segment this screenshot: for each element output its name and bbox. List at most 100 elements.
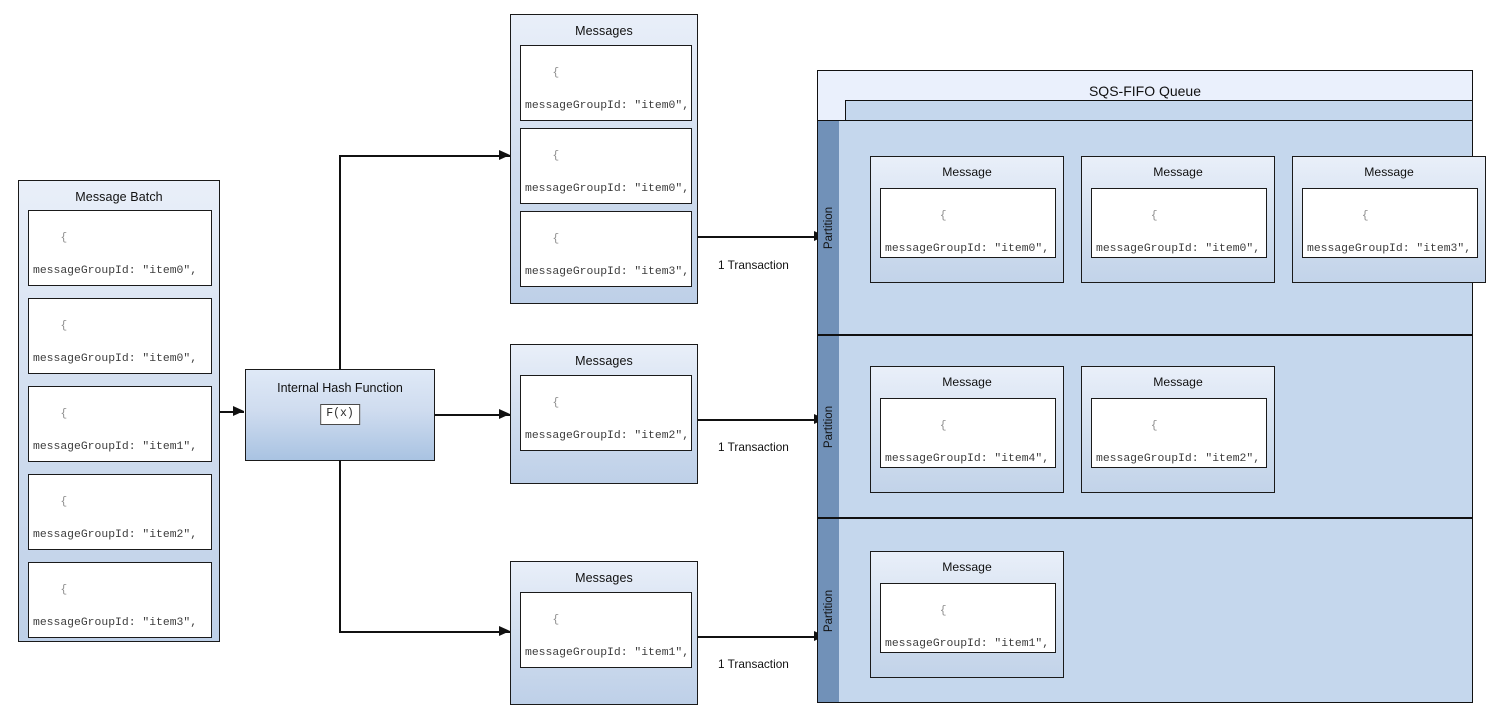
queue-message-json: { messageGroupId: "item4", messageBody: … xyxy=(880,398,1056,468)
partition-label: Partition xyxy=(823,589,835,632)
batch-message-card: { messageGroupId: "item3", messageBody: … xyxy=(28,562,212,638)
json-group-id: messageGroupId: "item1", xyxy=(885,637,1050,650)
json-group-id: messageGroupId: "item0", xyxy=(525,99,690,112)
queue-message-card: Message { messageGroupId: "item1", messa… xyxy=(870,551,1064,678)
queue-message-title: Message xyxy=(1153,375,1203,389)
json-open-brace: { xyxy=(1361,209,1369,222)
internal-hash-function-box: Internal Hash Function F(x) xyxy=(245,369,435,461)
group-message-card: { messageGroupId: "item2", messageBody: … xyxy=(520,375,692,451)
edge-label-transaction-2: 1 Transaction xyxy=(718,440,789,454)
batch-message-card: { messageGroupId: "item1", messageBody: … xyxy=(28,386,212,462)
json-open-brace: { xyxy=(552,149,560,162)
queue-message-title: Message xyxy=(942,560,992,574)
group-message-card: { messageGroupId: "item0", messageBody: … xyxy=(520,128,692,204)
json-group-id: messageGroupId: "item3", xyxy=(525,265,690,278)
connector-hash-to-group3-vertical xyxy=(339,460,341,632)
queue-message-json: { messageGroupId: "item0", messageBody: … xyxy=(1091,188,1267,258)
group-message-card: { messageGroupId: "item1", messageBody: … xyxy=(520,592,692,668)
queue-message-card: Message { messageGroupId: "item0", messa… xyxy=(870,156,1064,283)
json-group-id: messageGroupId: "item0", xyxy=(33,352,198,365)
batch-message-card: { messageGroupId: "item0", messageBody: … xyxy=(28,210,212,286)
hash-function-title: Internal Hash Function xyxy=(277,381,403,395)
queue-message-json: { messageGroupId: "item2", messageBody: … xyxy=(1091,398,1267,468)
json-open-brace: { xyxy=(60,319,68,332)
queue-message-json: { messageGroupId: "item0", messageBody: … xyxy=(880,188,1056,258)
connector-hash-to-group3-horizontal xyxy=(339,631,511,633)
json-open-brace: { xyxy=(552,232,560,245)
connector-group3-to-partition3 xyxy=(698,636,826,638)
arrowhead-batch-to-hash xyxy=(233,406,244,416)
partition-strip: Partition xyxy=(817,518,841,703)
connector-hash-to-group2 xyxy=(435,414,511,416)
json-group-id: messageGroupId: "item0", xyxy=(1096,242,1261,255)
queue-partition-row: Partition Message { messageGroupId: "ite… xyxy=(817,120,1486,335)
queue-message-title: Message xyxy=(942,375,992,389)
hash-function-formula: F(x) xyxy=(320,404,360,425)
json-group-id: messageGroupId: "item2", xyxy=(33,528,198,541)
queue-message-json: { messageGroupId: "item1", messageBody: … xyxy=(880,583,1056,653)
group-message-card: { messageGroupId: "item3", messageBody: … xyxy=(520,211,692,287)
json-open-brace: { xyxy=(1150,209,1158,222)
messages-group-title: Messages xyxy=(575,24,633,38)
json-group-id: messageGroupId: "item3", xyxy=(33,616,198,629)
json-group-id: messageGroupId: "item2", xyxy=(1096,452,1261,465)
queue-partition-row: Partition Message { messageGroupId: "ite… xyxy=(817,335,1473,518)
partition-label: Partition xyxy=(823,405,835,448)
batch-message-card: { messageGroupId: "item0", messageBody: … xyxy=(28,298,212,374)
partition-strip: Partition xyxy=(817,335,841,518)
json-open-brace: { xyxy=(552,396,560,409)
json-open-brace: { xyxy=(60,583,68,596)
messages-group-box: Messages { messageGroupId: "item2", mess… xyxy=(510,344,698,484)
message-batch-title: Message Batch xyxy=(75,190,163,204)
partition-label: Partition xyxy=(823,206,835,249)
message-batch-box: Message Batch { messageGroupId: "item0",… xyxy=(18,180,220,642)
queue-message-card: Message { messageGroupId: "item3", messa… xyxy=(1292,156,1486,283)
queue-message-title: Message xyxy=(1364,165,1414,179)
connector-hash-to-group1-vertical xyxy=(339,155,341,370)
partition-body: Message { messageGroupId: "item1", messa… xyxy=(839,518,1473,703)
json-group-id: messageGroupId: "item1", xyxy=(525,646,690,659)
connector-group2-to-partition2 xyxy=(698,419,826,421)
queue-message-card: Message { messageGroupId: "item4", messa… xyxy=(870,366,1064,493)
connector-batch-to-hash xyxy=(220,411,244,413)
json-open-brace: { xyxy=(60,407,68,420)
json-group-id: messageGroupId: "item0", xyxy=(525,182,690,195)
json-open-brace: { xyxy=(1150,419,1158,432)
json-open-brace: { xyxy=(939,604,947,617)
json-group-id: messageGroupId: "item0", xyxy=(885,242,1050,255)
partition-strip: Partition xyxy=(817,120,841,335)
queue-title: SQS-FIFO Queue xyxy=(1088,83,1202,99)
json-open-brace: { xyxy=(60,495,68,508)
queue-message-title: Message xyxy=(1153,165,1203,179)
messages-group-title: Messages xyxy=(575,354,633,368)
messages-group-title: Messages xyxy=(575,571,633,585)
json-group-id: messageGroupId: "item2", xyxy=(525,429,690,442)
json-open-brace: { xyxy=(60,231,68,244)
queue-message-card: Message { messageGroupId: "item0", messa… xyxy=(1081,156,1275,283)
group-message-card: { messageGroupId: "item0", messageBody: … xyxy=(520,45,692,121)
edge-label-transaction-3: 1 Transaction xyxy=(718,657,789,671)
json-open-brace: { xyxy=(939,419,947,432)
batch-message-card: { messageGroupId: "item2", messageBody: … xyxy=(28,474,212,550)
queue-message-json: { messageGroupId: "item3", messageBody: … xyxy=(1302,188,1478,258)
partition-body: Message { messageGroupId: "item4", messa… xyxy=(839,335,1473,518)
queue-message-title: Message xyxy=(942,165,992,179)
partition-body: Message { messageGroupId: "item0", messa… xyxy=(839,120,1486,335)
arrowhead-hash-to-group1 xyxy=(499,150,510,160)
messages-group-box: Messages { messageGroupId: "item1", mess… xyxy=(510,561,698,705)
connector-group1-to-partition1 xyxy=(698,236,826,238)
json-group-id: messageGroupId: "item1", xyxy=(33,440,198,453)
edge-label-transaction-1: 1 Transaction xyxy=(718,258,789,272)
connector-hash-to-group1-horizontal xyxy=(339,155,511,157)
json-group-id: messageGroupId: "item3", xyxy=(1307,242,1472,255)
json-group-id: messageGroupId: "item0", xyxy=(33,264,198,277)
json-open-brace: { xyxy=(552,66,560,79)
queue-partition-row: Partition Message { messageGroupId: "ite… xyxy=(817,518,1473,703)
messages-group-box: Messages { messageGroupId: "item0", mess… xyxy=(510,14,698,304)
json-open-brace: { xyxy=(552,613,560,626)
json-open-brace: { xyxy=(939,209,947,222)
arrowhead-hash-to-group3 xyxy=(499,626,510,636)
queue-message-card: Message { messageGroupId: "item2", messa… xyxy=(1081,366,1275,493)
arrowhead-hash-to-group2 xyxy=(499,409,510,419)
json-group-id: messageGroupId: "item4", xyxy=(885,452,1050,465)
